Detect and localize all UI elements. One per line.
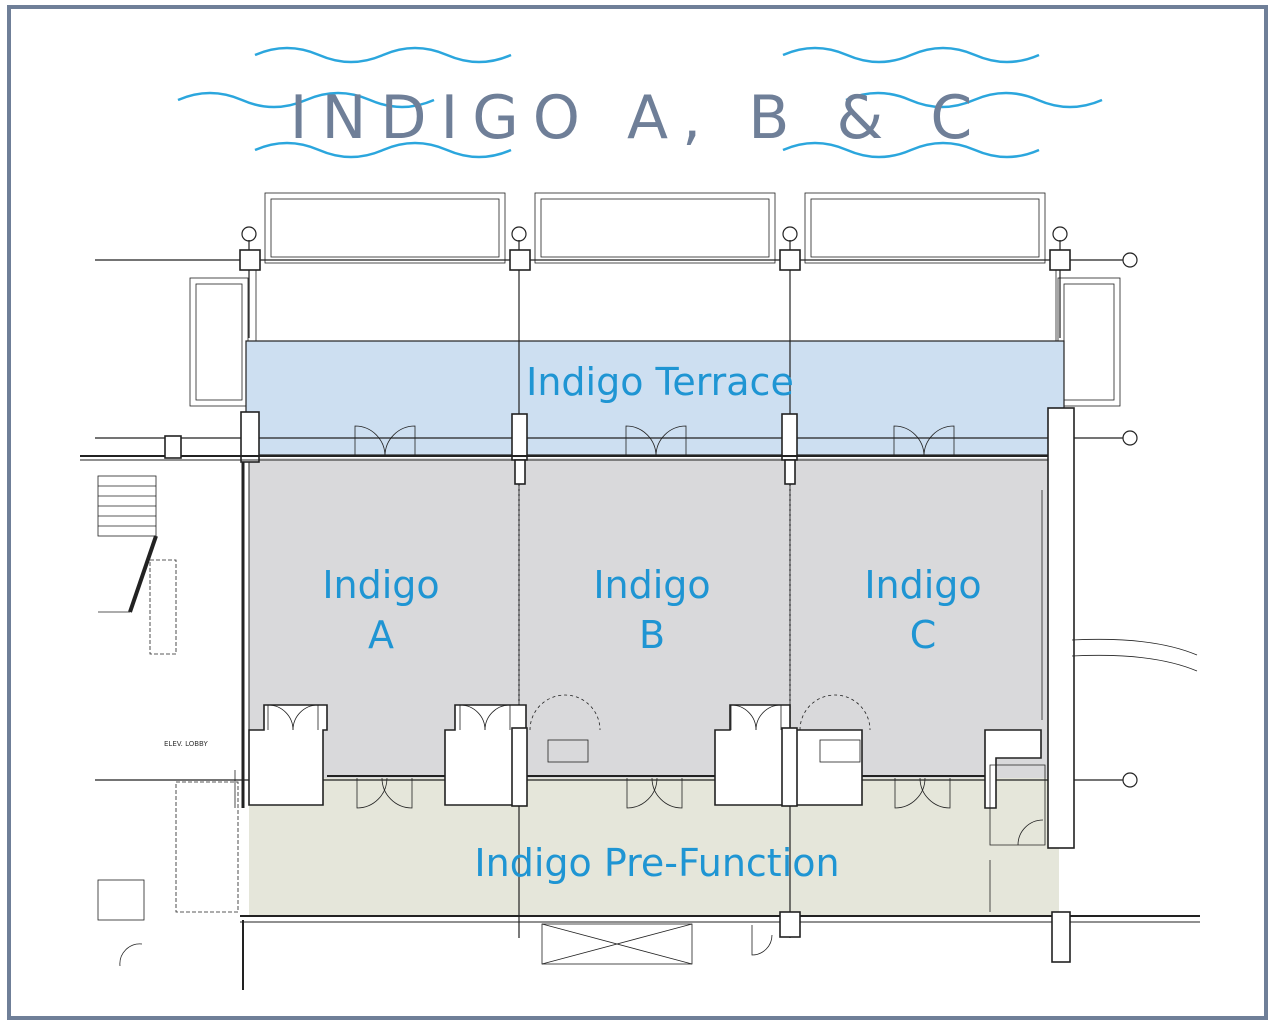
walkway-curve [1071, 638, 1198, 656]
terrace-doors [354, 425, 955, 457]
room-b-label-line1: Indigo [593, 563, 710, 607]
glass-wall [80, 455, 1048, 461]
wave-right-bottom [782, 141, 1040, 159]
service-corridor [989, 764, 1046, 912]
wave-left-middle [177, 91, 435, 109]
bottom-wall [240, 911, 1200, 990]
room-b-label-line2: B [639, 613, 665, 657]
waves-decoration [177, 46, 1103, 159]
prefunction-label: Indigo Pre-Function [474, 841, 839, 885]
room-c-label-line2: C [910, 613, 937, 657]
wave-left-bottom [254, 141, 512, 159]
page-title: INDIGO A, B & C [290, 83, 986, 153]
elev-lobby-label: ELEV. LOBBY [164, 740, 208, 748]
room-indigo-c [790, 458, 1048, 778]
room-a-label-line1: Indigo [322, 563, 439, 607]
wave-right-top [782, 46, 1040, 64]
room-a-label-line2: A [368, 613, 394, 657]
terrace-label: Indigo Terrace [526, 360, 794, 404]
wave-left-top [254, 46, 512, 64]
page-frame [7, 5, 1268, 1020]
terrace-area [245, 340, 1065, 456]
room-c-label-line1: Indigo [864, 563, 981, 607]
vestibules [248, 694, 1042, 809]
wave-right-middle [845, 91, 1103, 109]
prefunction-doors [327, 775, 985, 809]
stair-and-lobby: ELEV. LOBBY [80, 435, 240, 967]
prefunction-area [249, 778, 1059, 916]
